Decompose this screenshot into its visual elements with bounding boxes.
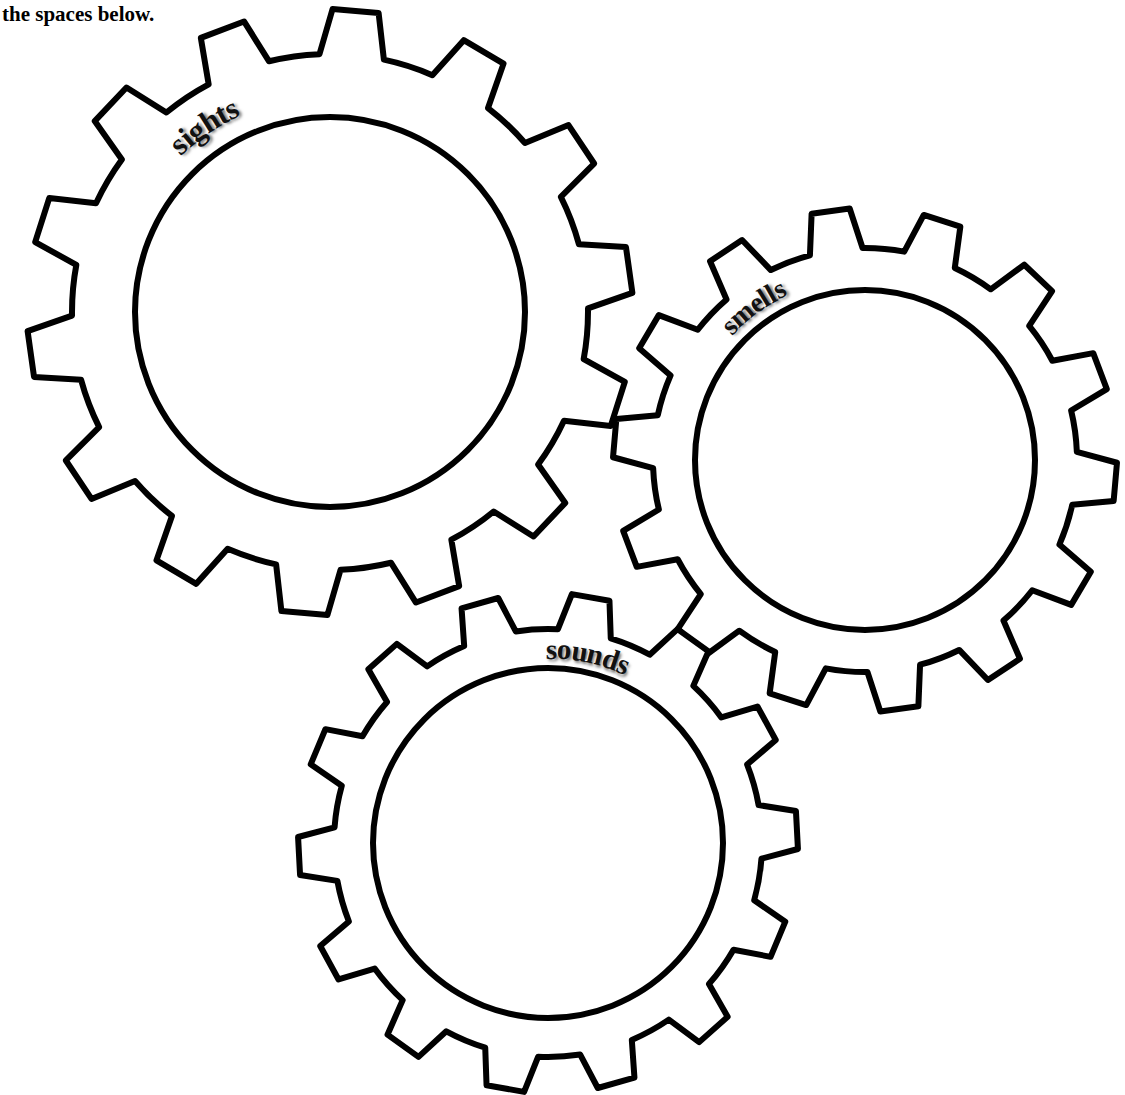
gear-shape: sights — [21, 3, 639, 621]
gear-shape: sounds — [292, 587, 804, 1095]
gear-label: sounds — [292, 587, 804, 1095]
gear-outline — [292, 587, 804, 1095]
gear-outline — [21, 3, 639, 621]
gear-label: sights — [21, 3, 639, 621]
instruction-text: the spaces below. — [2, 2, 154, 27]
